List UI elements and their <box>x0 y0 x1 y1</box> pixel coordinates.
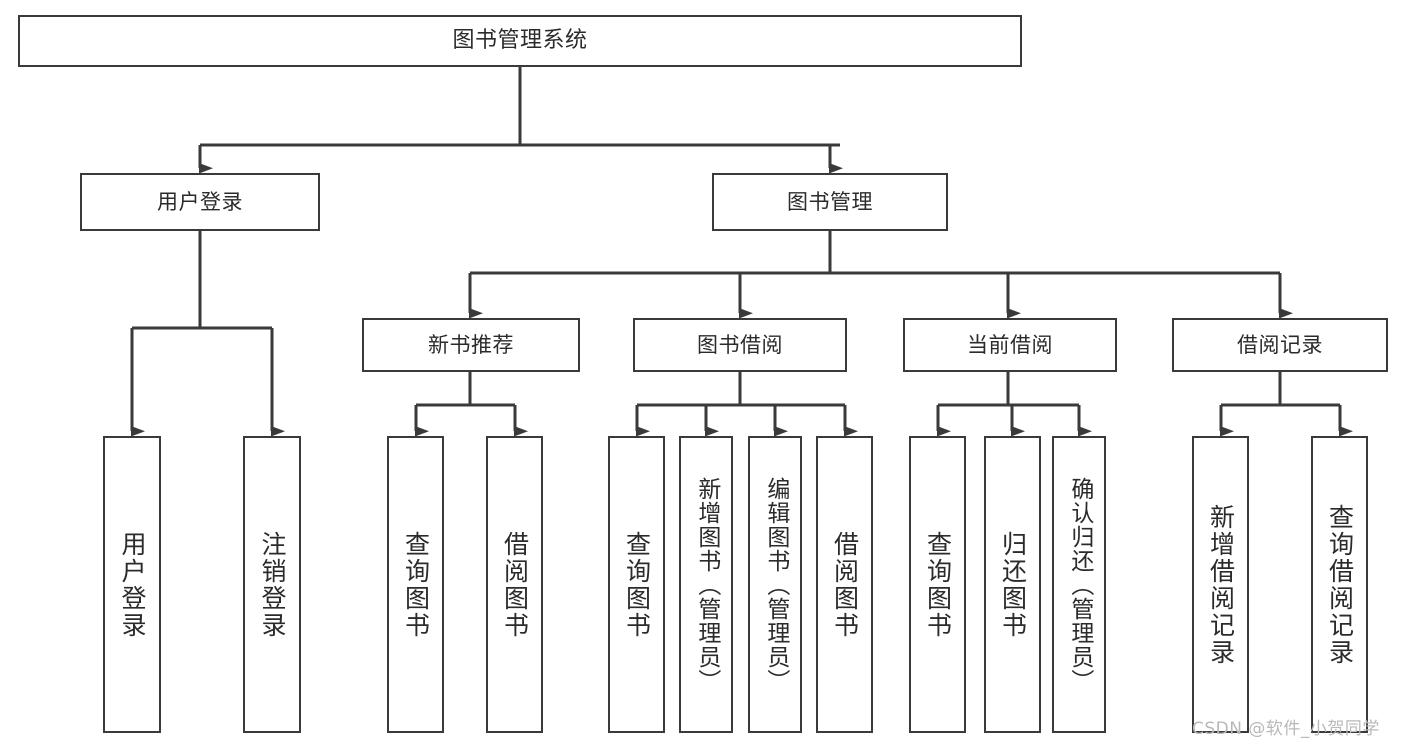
node-leaf-logout-label: 注销登录 <box>258 530 287 639</box>
node-leaf-add-borrow-record-label: 新增借阅记录 <box>1206 503 1236 666</box>
node-leaf-query-book-1[interactable]: 查询图书 <box>387 436 444 733</box>
node-leaf-borrow-book-1-label: 借阅图书 <box>500 530 530 639</box>
node-leaf-borrow-book-2-label: 借阅图书 <box>830 530 860 639</box>
node-user-login[interactable]: 用户登录 <box>80 173 320 231</box>
node-leaf-query-book-2[interactable]: 查询图书 <box>608 436 665 733</box>
csdn-watermark: CSDN @软件_小贺同学 <box>1192 719 1380 739</box>
node-leaf-confirm-return-admin[interactable]: 确认归还（管理员） <box>1052 436 1106 733</box>
node-leaf-user-login[interactable]: 用户登录 <box>103 436 161 733</box>
node-leaf-confirm-return-admin-label: 确认归还（管理员） <box>1066 476 1093 693</box>
node-new-book-recommend[interactable]: 新书推荐 <box>362 318 580 372</box>
node-leaf-edit-book-admin[interactable]: 编辑图书（管理员） <box>748 436 802 733</box>
node-leaf-query-book-3-label: 查询图书 <box>923 530 953 639</box>
node-leaf-query-book-3[interactable]: 查询图书 <box>909 436 966 733</box>
node-book-borrow[interactable]: 图书借阅 <box>633 318 847 372</box>
node-leaf-query-book-1-label: 查询图书 <box>401 530 431 639</box>
node-book-manage[interactable]: 图书管理 <box>712 173 948 231</box>
node-leaf-return-book[interactable]: 归还图书 <box>984 436 1041 733</box>
node-current-borrow-label: 当前借阅 <box>967 332 1053 357</box>
node-leaf-query-borrow-record-label: 查询借阅记录 <box>1325 503 1355 666</box>
node-leaf-borrow-book-2[interactable]: 借阅图书 <box>816 436 873 733</box>
node-leaf-query-book-2-label: 查询图书 <box>622 530 652 639</box>
node-leaf-borrow-book-1[interactable]: 借阅图书 <box>486 436 543 733</box>
node-leaf-return-book-label: 归还图书 <box>998 530 1028 639</box>
node-leaf-add-book-admin-label: 新增图书（管理员） <box>693 476 720 693</box>
node-book-borrow-label: 图书借阅 <box>697 332 783 357</box>
node-new-book-recommend-label: 新书推荐 <box>428 332 514 357</box>
node-book-manage-label: 图书管理 <box>787 189 873 214</box>
node-root-label: 图书管理系统 <box>452 28 588 54</box>
node-leaf-edit-book-admin-label: 编辑图书（管理员） <box>762 476 789 693</box>
node-leaf-query-borrow-record[interactable]: 查询借阅记录 <box>1311 436 1368 733</box>
node-leaf-add-book-admin[interactable]: 新增图书（管理员） <box>679 436 733 733</box>
node-user-login-label: 用户登录 <box>157 189 243 214</box>
node-borrow-record-label: 借阅记录 <box>1237 332 1323 357</box>
node-current-borrow[interactable]: 当前借阅 <box>903 318 1117 372</box>
node-leaf-add-borrow-record[interactable]: 新增借阅记录 <box>1192 436 1249 733</box>
node-leaf-logout[interactable]: 注销登录 <box>243 436 301 733</box>
node-leaf-user-login-label: 用户登录 <box>118 530 147 639</box>
node-borrow-record[interactable]: 借阅记录 <box>1172 318 1388 372</box>
node-root[interactable]: 图书管理系统 <box>18 15 1022 67</box>
